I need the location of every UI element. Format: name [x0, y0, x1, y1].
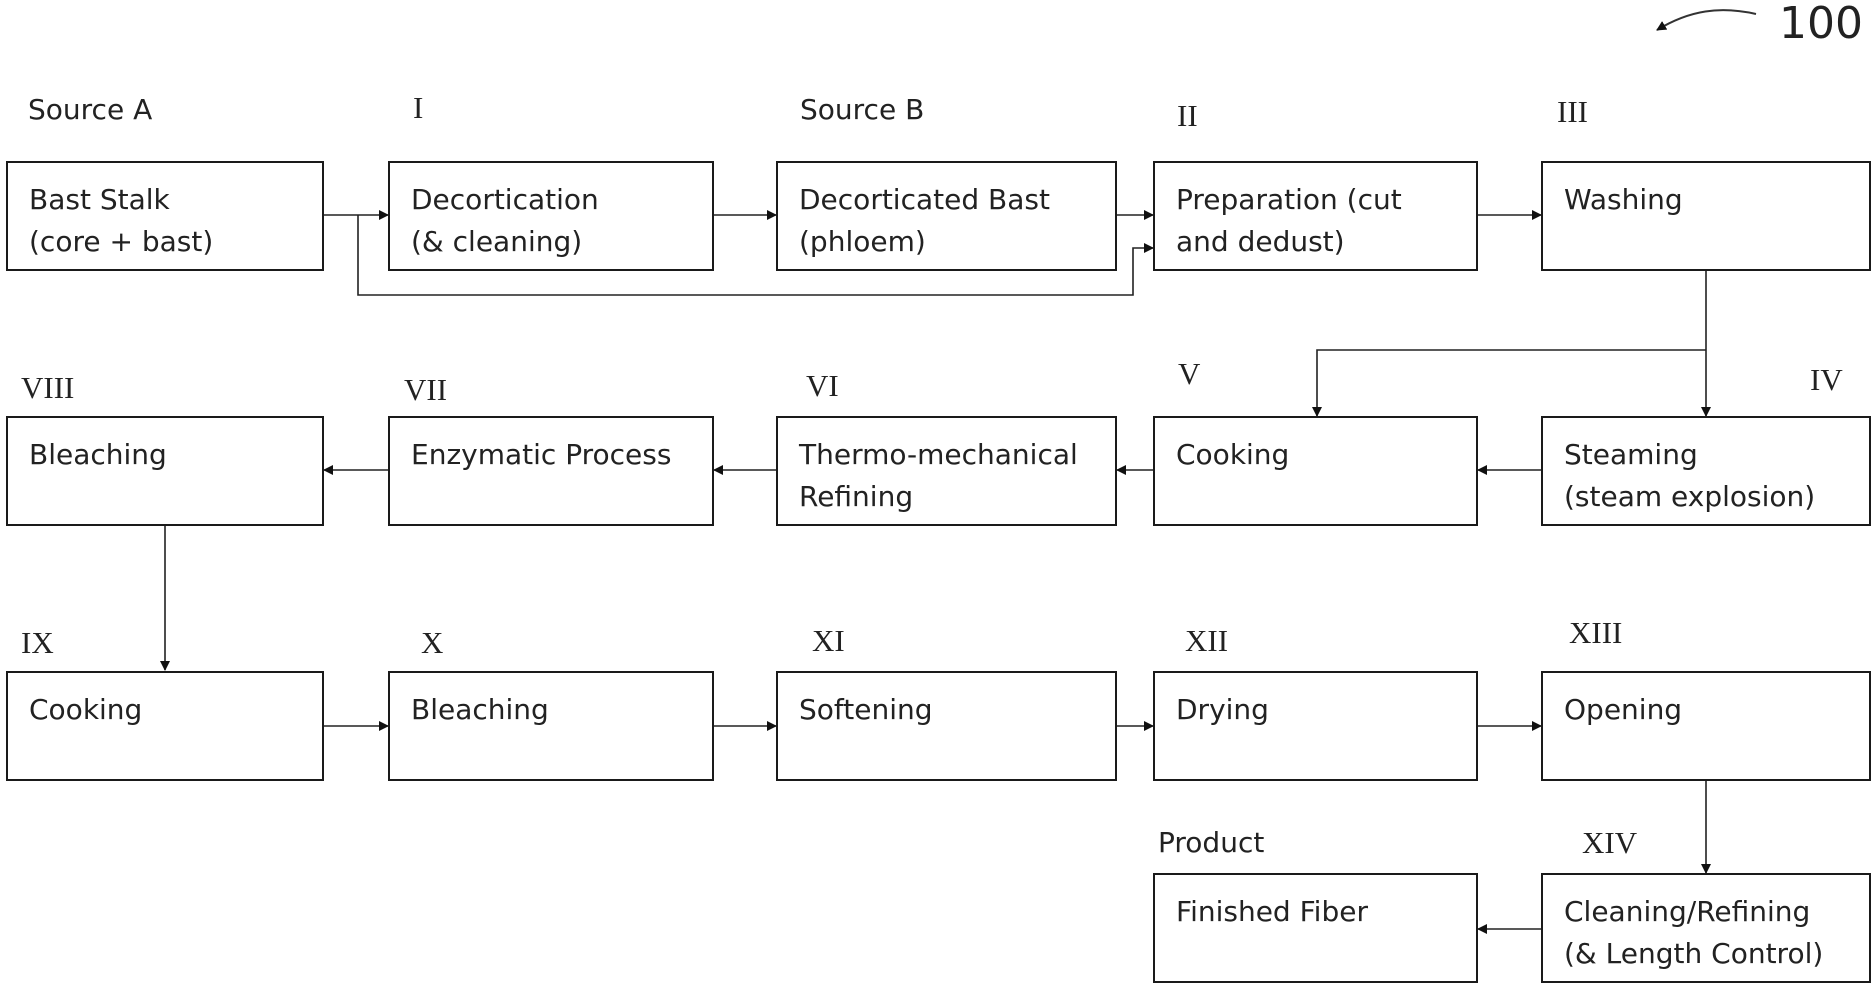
step-numeral-10: X	[421, 625, 443, 661]
step-box-bleaching-2: Bleaching	[388, 671, 714, 781]
step-numeral-7: VII	[404, 372, 447, 408]
step-numeral-6: VI	[806, 368, 839, 404]
step-box-decortication: Decortication (& cleaning)	[388, 161, 714, 271]
step-box-finished-fiber: Finished Fiber	[1153, 873, 1478, 983]
reference-number: 100	[1779, 0, 1863, 49]
step-box-preparation: Preparation (cut and dedust)	[1153, 161, 1478, 271]
step-numeral-14: XIV	[1582, 825, 1637, 861]
step-box-enzymatic-process: Enzymatic Process	[388, 416, 714, 526]
step-numeral-13: XIII	[1569, 615, 1622, 651]
product-label: Product	[1158, 826, 1264, 859]
step-box-thermo-mechanical-refining: Thermo-mechanical Refining	[776, 416, 1117, 526]
step-numeral-9: IX	[21, 625, 54, 661]
step-box-decorticated-bast: Decorticated Bast (phloem)	[776, 161, 1117, 271]
step-box-washing: Washing	[1541, 161, 1871, 271]
step-box-cooking-1: Cooking	[1153, 416, 1478, 526]
step-box-bast-stalk: Bast Stalk (core + bast)	[6, 161, 324, 271]
step-box-cleaning-refining: Cleaning/Refining (& Length Control)	[1541, 873, 1871, 983]
reference-leader-arrow	[1657, 10, 1756, 30]
step-numeral-8: VIII	[21, 370, 74, 406]
source-a-label: Source A	[28, 93, 152, 126]
step-numeral-2: II	[1177, 98, 1198, 134]
step-box-drying: Drying	[1153, 671, 1478, 781]
step-numeral-3: III	[1557, 94, 1588, 130]
step-box-cooking-2: Cooking	[6, 671, 324, 781]
arrow-washing-to-cooking	[1317, 350, 1706, 416]
step-numeral-1: I	[413, 90, 423, 126]
step-numeral-4: IV	[1810, 362, 1843, 398]
source-b-label: Source B	[800, 93, 924, 126]
step-box-opening: Opening	[1541, 671, 1871, 781]
step-numeral-11: XI	[812, 623, 845, 659]
step-numeral-5: V	[1178, 356, 1200, 392]
step-box-softening: Softening	[776, 671, 1117, 781]
step-numeral-12: XII	[1185, 623, 1228, 659]
step-box-bleaching-1: Bleaching	[6, 416, 324, 526]
step-box-steaming: Steaming (steam explosion)	[1541, 416, 1871, 526]
